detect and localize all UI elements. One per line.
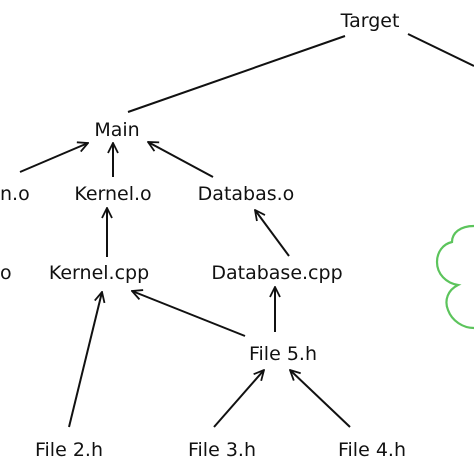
node-databas-o: Databas.o [198, 183, 295, 205]
edge-databas-o-to-main [148, 142, 214, 178]
node-file5-h: File 5.h [249, 343, 317, 365]
node-file4-h: File 4.h [338, 439, 406, 461]
edge-file4-to-file5 [290, 370, 351, 428]
cloud-shape [435, 224, 474, 330]
node-target: Target [340, 10, 400, 32]
edge-main-o-to-main [19, 143, 88, 173]
node-main-o: n.o [0, 183, 30, 205]
edge-database-cpp-to-databas-o [255, 210, 290, 257]
node-kernel-o: Kernel.o [74, 183, 151, 205]
node-database-cpp: Database.cpp [211, 262, 342, 284]
node-file3-h: File 3.h [188, 439, 256, 461]
node-file2-h: File 2.h [35, 439, 103, 461]
edge-target-main [127, 35, 346, 113]
edge-target-right [407, 33, 474, 67]
node-main: Main [94, 119, 139, 141]
edge-file5-to-kernel-cpp [132, 291, 246, 337]
edge-file3-to-file5 [213, 370, 264, 428]
node-main-cpp: o [0, 262, 12, 284]
edge-file2-to-kernel-cpp [68, 292, 102, 428]
node-kernel-cpp: Kernel.cpp [49, 262, 149, 284]
